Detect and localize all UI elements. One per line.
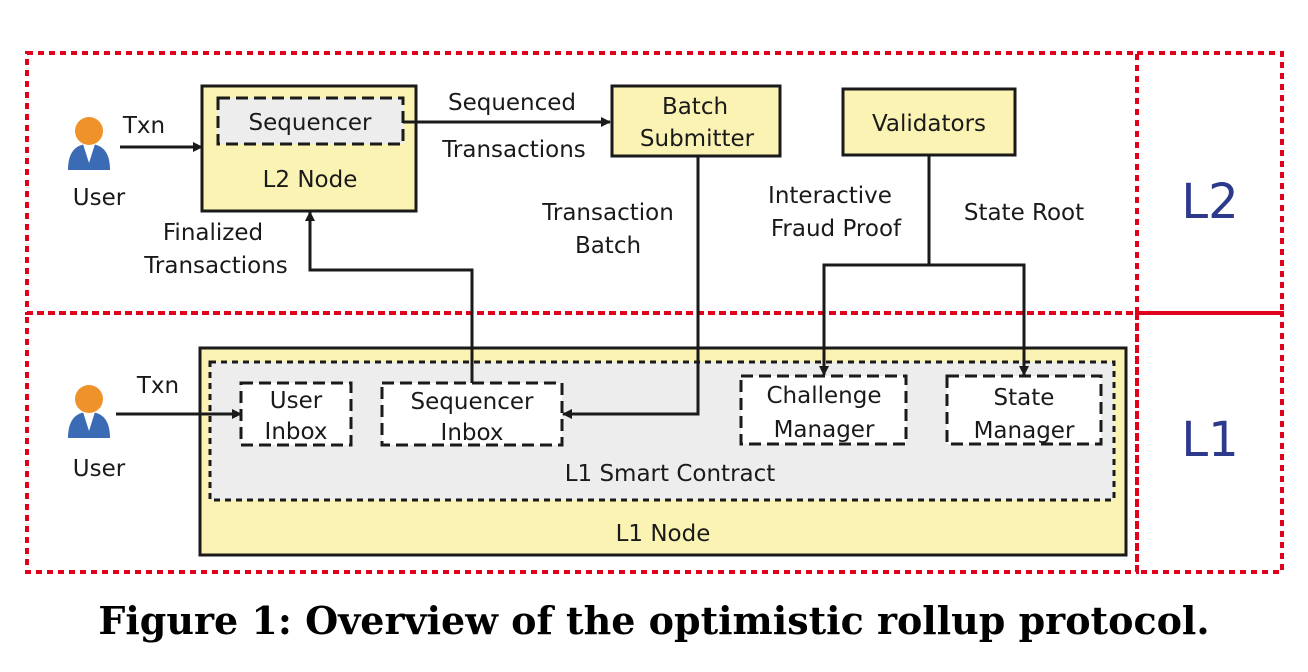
sequencer-label: Sequencer xyxy=(249,110,372,136)
l2-user-label: User xyxy=(73,185,126,211)
submitter-label: Submitter xyxy=(640,126,755,152)
state-root-label: State Root xyxy=(964,200,1084,226)
l1-user-icon xyxy=(68,385,110,438)
rollup-diagram: L2 L1 User Txn Sequencer L2 Node Sequenc… xyxy=(25,51,1284,574)
finalized-transactions-label: Transactions xyxy=(143,253,288,279)
user-inbox-label-2: Inbox xyxy=(265,419,328,445)
l2-txn-label: Txn xyxy=(122,113,165,139)
batch-label: Batch xyxy=(662,94,728,120)
challenge-manager-label-1: Challenge xyxy=(767,383,882,409)
transaction-batch-arrow xyxy=(562,156,700,419)
batch-submitter-box xyxy=(610,84,782,158)
l1-label-region xyxy=(1135,311,1284,574)
user-inbox-label-1: User xyxy=(270,388,323,414)
interactive-label: Interactive xyxy=(768,183,892,209)
l1-txn-label: Txn xyxy=(136,373,179,399)
sequenced-label: Sequenced xyxy=(448,90,576,116)
user-inbox-box xyxy=(239,381,353,447)
sequencer-inbox-box xyxy=(380,381,564,447)
challenge-manager-box xyxy=(739,374,908,446)
state-manager-label-2: Manager xyxy=(974,418,1075,444)
state-root-arrow xyxy=(929,263,1029,376)
smart-contract-label: L1 Smart Contract xyxy=(565,461,776,487)
figure-caption: Figure 1: Overview of the optimistic rol… xyxy=(98,598,1210,643)
state-manager-box xyxy=(945,374,1103,446)
l2-region-label: L2 xyxy=(1181,174,1238,230)
region-grid xyxy=(25,51,1284,574)
finalized-transactions-arrow xyxy=(305,211,474,383)
challenge-manager-label-2: Manager xyxy=(774,417,875,443)
sequencer-inbox-label-2: Inbox xyxy=(441,420,504,446)
sequencer-inbox-label-1: Sequencer xyxy=(411,389,534,415)
l1-user-label: User xyxy=(73,456,126,482)
fraud-proof-arrow xyxy=(819,263,929,376)
finalized-label: Finalized xyxy=(163,220,263,246)
l2-user-icon xyxy=(68,117,110,170)
l1-region-label: L1 xyxy=(1181,412,1238,468)
batch-line-label: Batch xyxy=(575,233,641,259)
l2-node-label: L2 Node xyxy=(263,167,358,193)
l2-label-region xyxy=(1135,51,1284,315)
l1-region xyxy=(25,311,1139,574)
transactions-label: Transactions xyxy=(441,137,586,163)
sequencer-box xyxy=(216,96,405,146)
transaction-label: Transaction xyxy=(541,200,674,226)
validators-label: Validators xyxy=(872,111,986,137)
fraud-proof-label: Fraud Proof xyxy=(771,216,902,242)
state-manager-label-1: State xyxy=(994,385,1055,411)
l1-node-label: L1 Node xyxy=(616,521,711,547)
